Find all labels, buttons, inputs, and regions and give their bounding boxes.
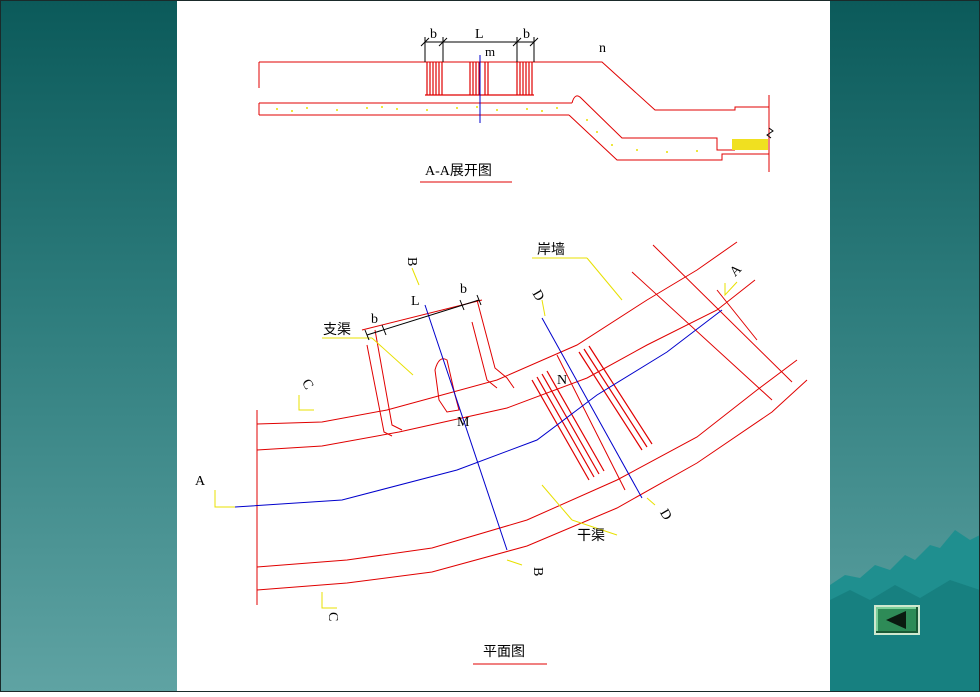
section-fill [276, 106, 768, 153]
mountain-decor [830, 530, 980, 692]
section-view [258, 37, 774, 172]
section-mark-A-left: A [195, 474, 206, 489]
plan-label-b-left: b [371, 312, 378, 327]
section-mark-B-bottom: B [530, 567, 545, 576]
label-branch-canal: 支渠 [323, 322, 351, 338]
back-button[interactable] [874, 605, 920, 635]
right-decor-band [830, 0, 980, 692]
section-mark-D-top: D [529, 288, 547, 304]
section-mark-C-top: C [298, 377, 316, 393]
label-main-canal: 干渠 [577, 528, 605, 544]
center-lines [234, 304, 723, 551]
section-label-b-right: b [523, 27, 530, 42]
section-label-L: L [475, 27, 484, 42]
plan-label-M: M [457, 415, 470, 430]
section-mark-C-bottom: C [325, 612, 340, 621]
plan-label-L: L [411, 294, 420, 309]
left-decor-band [0, 0, 177, 692]
label-bank-wall: 岸墙 [537, 242, 565, 258]
plan-caption: 平面图 [483, 645, 525, 660]
triangle-left-icon [886, 611, 906, 629]
section-mark-A-right: A [727, 262, 745, 280]
section-caption: A-A展开图 [425, 164, 492, 179]
plan-label-b-right: b [460, 282, 467, 297]
section-label-b-left: b [430, 27, 437, 42]
leader-lines [214, 257, 738, 609]
section-label-n: n [599, 41, 606, 56]
drawing-canvas: b L b m n A-A展开图 [177, 0, 830, 692]
plan-label-N: N [557, 373, 567, 388]
section-label-m: m [485, 44, 495, 59]
section-mark-D-bottom: D [656, 507, 674, 523]
section-mark-B-top: B [404, 257, 419, 266]
engineering-drawing: b L b m n A-A展开图 [195, 27, 808, 665]
